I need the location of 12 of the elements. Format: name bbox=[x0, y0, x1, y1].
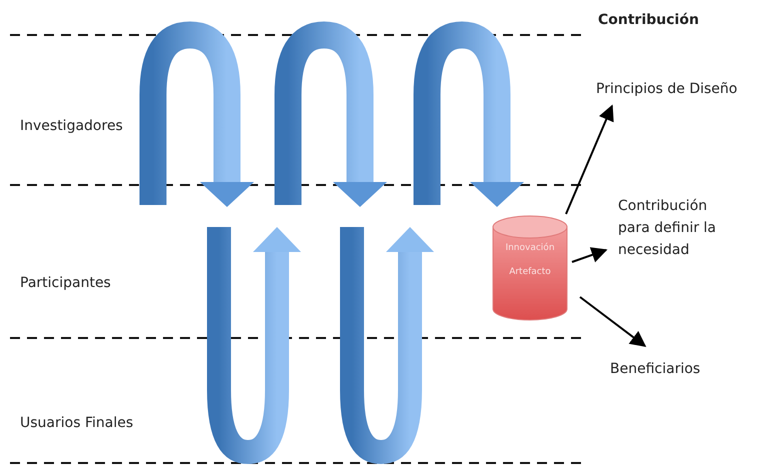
node-text: Beneficiarios bbox=[610, 358, 730, 380]
node-text: Principios de Diseño bbox=[596, 78, 756, 100]
column-heading: Contribución bbox=[598, 12, 699, 28]
arrow bbox=[572, 247, 608, 263]
arrow bbox=[565, 104, 614, 214]
node-text: Contribución para definir la necesidad bbox=[618, 195, 724, 261]
lane-label: Usuarios Finales bbox=[20, 415, 134, 431]
node-text: Innovación bbox=[504, 243, 556, 253]
node-text: Artefacto bbox=[508, 267, 552, 277]
lane-label: Participantes bbox=[20, 275, 111, 291]
lane-label: Investigadores bbox=[20, 118, 123, 134]
arrow bbox=[579, 296, 646, 347]
